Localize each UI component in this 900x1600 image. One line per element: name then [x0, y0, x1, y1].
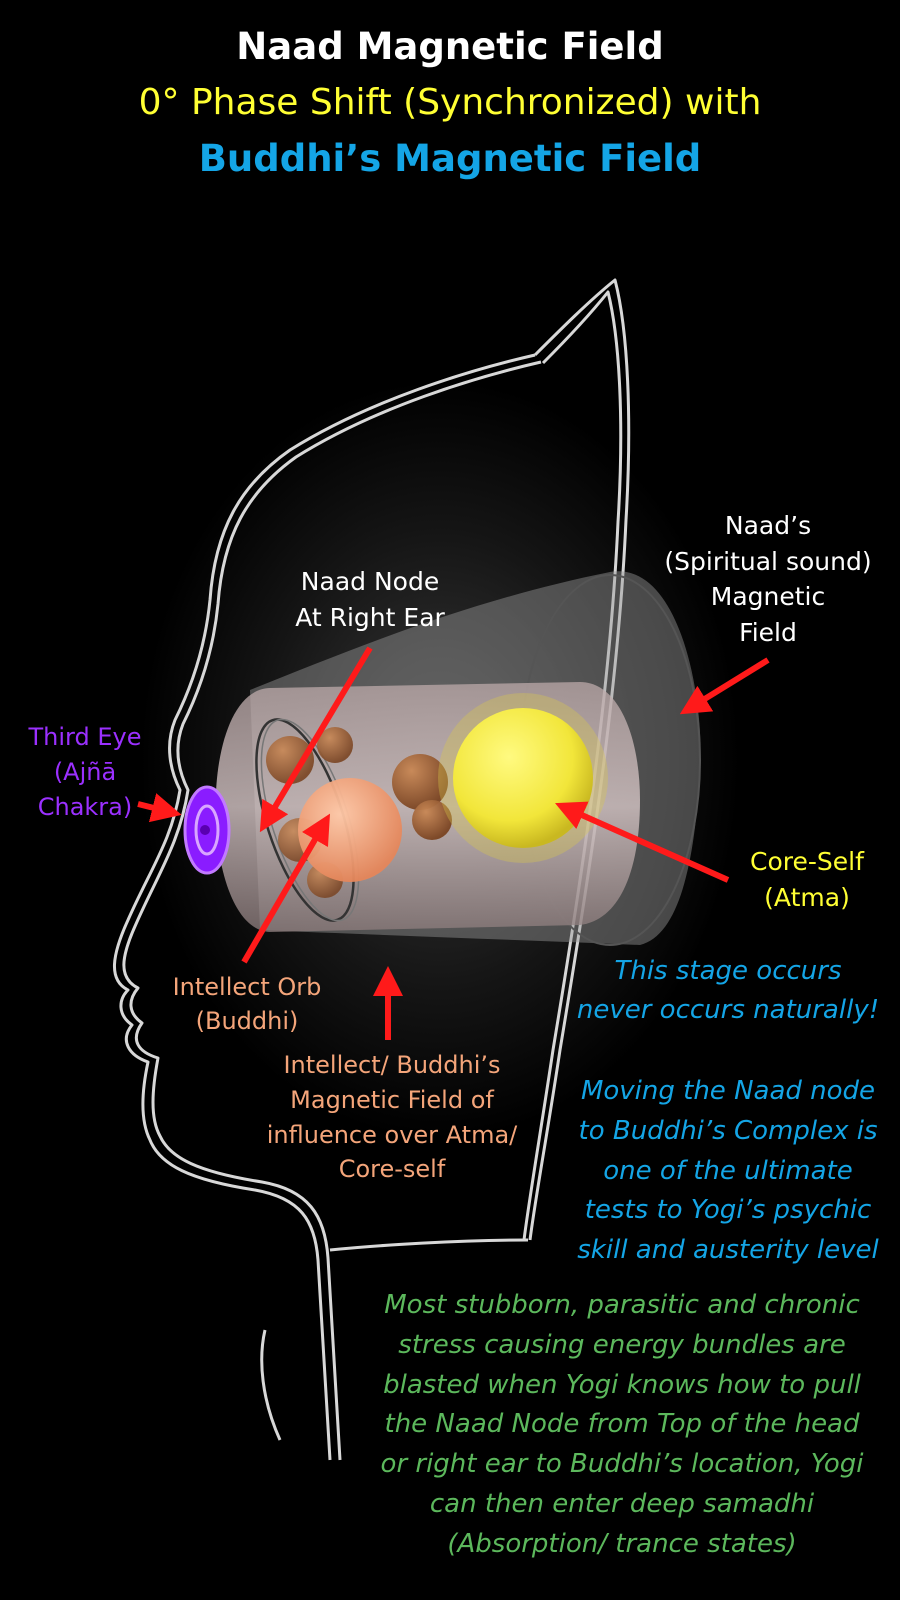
note-stubborn-energy: Most stubborn, parasitic and chronic str… [380, 1290, 864, 1559]
diagram-subtitle-phase: 0° Phase Shift (Synchronized) with [138, 82, 762, 123]
arrow-core-self [555, 801, 730, 883]
head-outline [113, 278, 631, 1461]
note-stage-unnatural: This stage occurs never occurs naturally… [576, 956, 880, 1025]
pointer-arrows [137, 646, 770, 1040]
label-intellect-orb: Intellect Orb (Buddhi) [172, 973, 322, 1036]
label-naad-node: Naad Node At Right Ear [295, 567, 445, 632]
arrow-third-eye [137, 793, 182, 823]
intellect-orb [298, 778, 402, 882]
note-moving-naad-node: Moving the Naad node to Buddhi’s Complex… [577, 1076, 879, 1266]
diagram-title: Naad Magnetic Field [236, 25, 664, 68]
label-buddhi-field: Intellect/ Buddhi’s Magnetic Field of in… [266, 1051, 518, 1184]
energy-bundles [266, 727, 452, 898]
core-self-orb [453, 708, 593, 848]
diagram-subtitle-buddhi: Buddhi’s Magnetic Field [198, 137, 702, 180]
label-third-eye: Third Eye (Ajñā Chakra) [28, 723, 142, 821]
third-eye-chakra-icon [183, 785, 231, 875]
arrow-intellect-orb [241, 813, 331, 964]
arrow-naad-field [679, 657, 770, 715]
label-core-self: Core-Self (Atma) [750, 847, 864, 912]
label-naad-field: Naad’s (Spiritual sound) Magnetic Field [664, 511, 872, 647]
arrow-naad-node [259, 646, 373, 833]
